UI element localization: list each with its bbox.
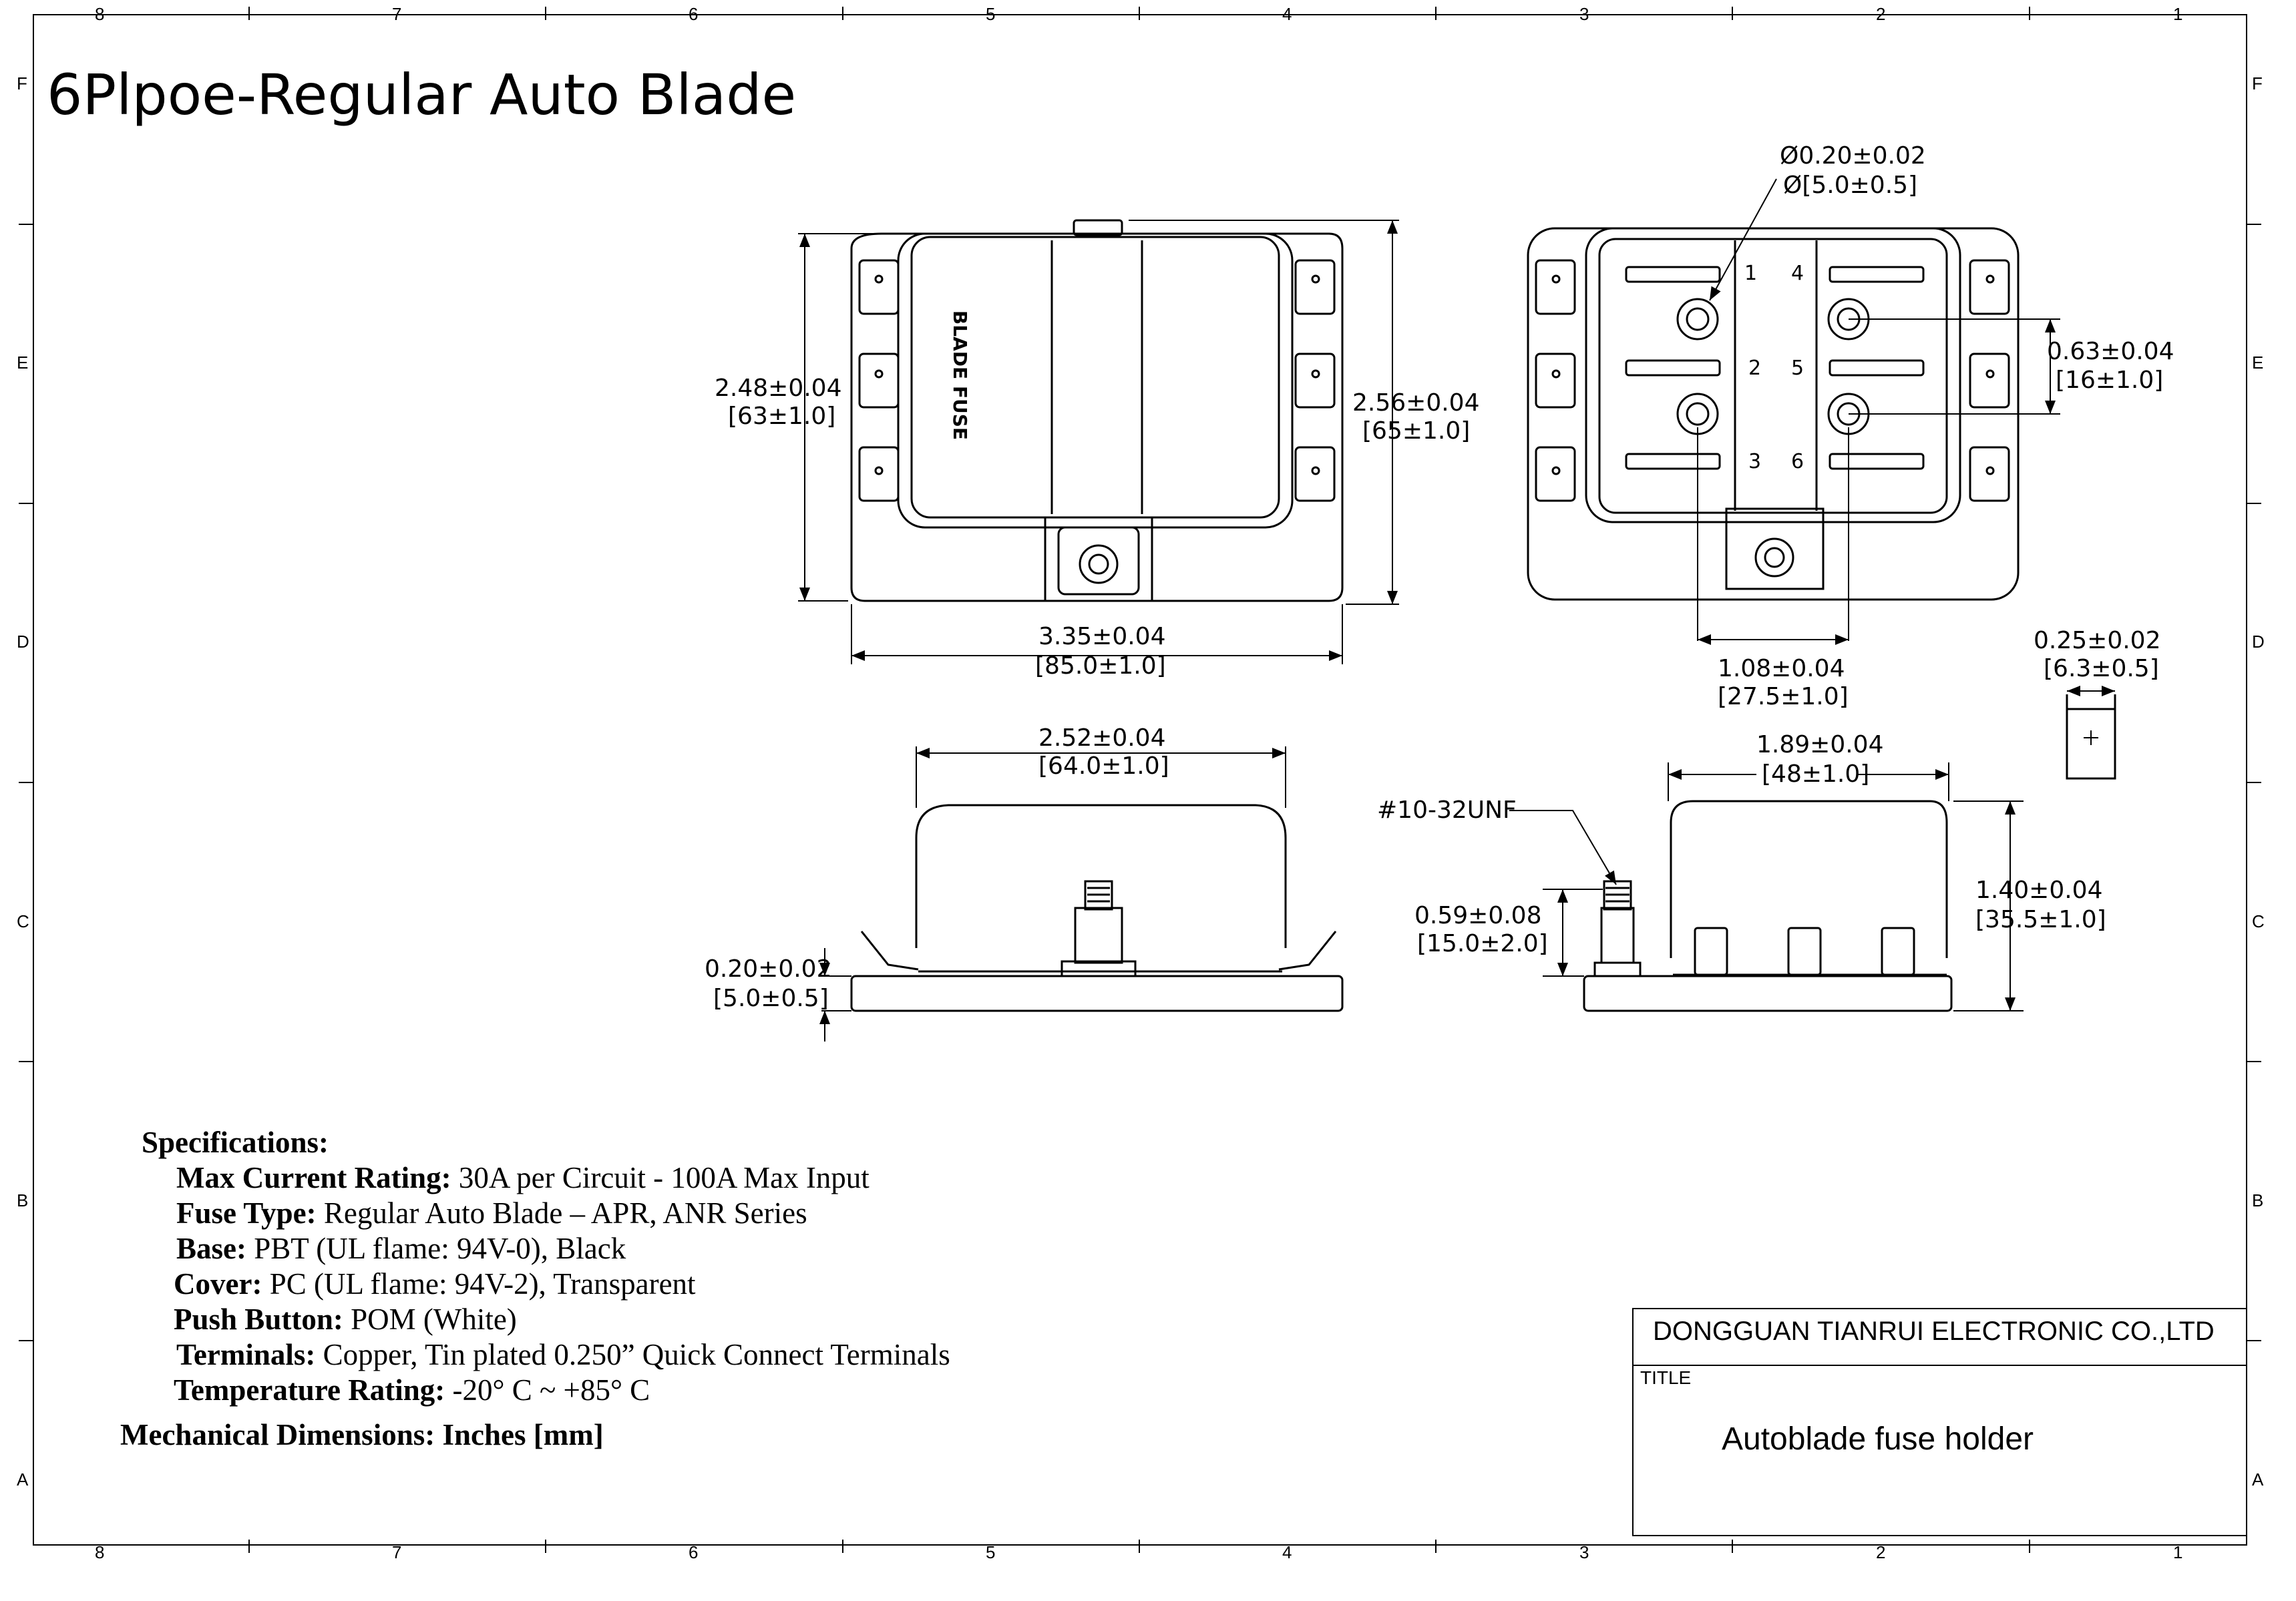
zone-row-f-right: F (2252, 73, 2263, 93)
top-height-mm: [63±1.0] (728, 403, 836, 430)
base-thickness-mm: [5.0±0.5] (713, 985, 829, 1012)
blade-fuse-label: BLADE FUSE (949, 310, 972, 441)
title-block (1632, 1308, 2247, 1536)
zone-col-3: 3 (1579, 4, 1589, 24)
open-view-dimensions (1697, 178, 2060, 645)
zone-ticks (19, 7, 2261, 1553)
terminal-width-in: 0.25±0.02 (2034, 627, 2161, 654)
zone-row-a-right: A (2252, 1469, 2264, 1490)
company-name: DONGGUAN TIANRUI ELECTRONIC CO.,LTD (1653, 1317, 2215, 1346)
zone-row-d: D (17, 632, 29, 652)
spec-temperature: Temperature Rating: -20° C ~ +85° C (174, 1373, 650, 1407)
zone-row-f: F (17, 73, 27, 93)
zone-col-6-bottom: 6 (689, 1542, 699, 1562)
front-view-dimensions (819, 746, 1286, 1042)
hole-dia-mm: Ø[5.0±0.5] (1783, 172, 1918, 199)
top-view-dimensions (798, 220, 1399, 664)
spec-push-button: Push Button: POM (White) (174, 1303, 517, 1336)
front-width-in: 2.52±0.04 (1038, 724, 1166, 752)
top-width-mm: [85.0±1.0] (1035, 652, 1166, 680)
specifications: Specifications: Max Current Rating: 30A … (120, 1125, 950, 1453)
zone-row-e: E (17, 353, 29, 373)
zone-col-7-bottom: 7 (392, 1542, 402, 1562)
spec-fuse-type: Fuse Type: Regular Auto Blade – APR, ANR… (176, 1196, 807, 1230)
zone-col-2: 2 (1876, 4, 1886, 24)
zone-col-8-bottom: 8 (95, 1542, 105, 1562)
title-field-label: TITLE (1640, 1367, 1692, 1388)
zone-row-d-right: D (2252, 632, 2265, 652)
zone-col-6: 6 (689, 4, 699, 24)
slot-6: 6 (1791, 450, 1804, 473)
terminal-width-mm: [6.3±0.5] (2044, 655, 2159, 682)
pitch-in: 0.63±0.04 (2047, 338, 2174, 365)
zone-col-1: 1 (2173, 4, 2183, 24)
zone-col-1-bottom: 1 (2173, 1542, 2183, 1562)
span-mm: [27.5±1.0] (1718, 683, 1849, 710)
zone-col-4-bottom: 4 (1282, 1542, 1292, 1562)
thread-spec: #10-32UNF (1377, 796, 1517, 824)
front-view-fuse-box (850, 804, 1344, 1012)
zone-row-a: A (17, 1469, 29, 1490)
slot-2: 2 (1748, 357, 1762, 380)
top-overall-height-in: 2.56±0.04 (1352, 389, 1480, 417)
spec-cover: Cover: PC (UL flame: 94V-2), Transparent (174, 1267, 696, 1301)
zone-row-c: C (17, 911, 29, 931)
drawing-title: 6Plpoe-Regular Auto Blade (47, 62, 797, 128)
top-width-in: 3.35±0.04 (1038, 623, 1166, 650)
slot-3: 3 (1748, 450, 1762, 473)
slot-4: 4 (1791, 262, 1804, 285)
stud-height-mm: [15.0±2.0] (1417, 930, 1548, 957)
slot-1: 1 (1744, 262, 1758, 285)
side-view-dimensions (1509, 762, 2024, 1011)
open-view-fuse-box (1527, 227, 2020, 601)
stud-height-in: 0.59±0.08 (1414, 902, 1542, 929)
zone-col-5: 5 (986, 4, 996, 24)
zone-col-5-bottom: 5 (986, 1542, 996, 1562)
title-field-value: Autoblade fuse holder (1722, 1421, 2034, 1457)
pitch-mm: [16±1.0] (2056, 367, 2164, 394)
terminal-detail (2066, 686, 2116, 780)
span-in: 1.08±0.04 (1718, 655, 1845, 682)
zone-col-2-bottom: 2 (1876, 1542, 1886, 1562)
base-thickness-in: 0.20±0.02 (705, 955, 832, 983)
zone-col-4: 4 (1282, 4, 1292, 24)
zone-row-e-right: E (2252, 353, 2264, 373)
front-width-mm: [64.0±1.0] (1038, 752, 1169, 780)
zone-col-3-bottom: 3 (1579, 1542, 1589, 1562)
top-height-in: 2.48±0.04 (715, 375, 842, 402)
side-height-in: 1.40±0.04 (1975, 877, 2103, 904)
top-overall-height-mm: [65±1.0] (1362, 417, 1471, 445)
side-view-fuse-box (1583, 800, 1953, 1012)
zone-row-b-right: B (2252, 1190, 2264, 1210)
side-height-mm: [35.5±1.0] (1975, 906, 2106, 933)
zone-row-b: B (17, 1190, 29, 1210)
side-width-in: 1.89±0.04 (1756, 731, 1884, 758)
spec-max-current: Max Current Rating: 30A per Circuit - 10… (176, 1161, 870, 1194)
spec-terminals: Terminals: Copper, Tin plated 0.250” Qui… (176, 1338, 950, 1371)
side-width-mm: [48±1.0] (1762, 760, 1870, 788)
specs-heading: Specifications: (142, 1126, 329, 1159)
zone-col-7: 7 (392, 4, 402, 24)
hole-dia-in: Ø0.20±0.02 (1780, 142, 1926, 170)
top-view-fuse-box (850, 219, 1344, 602)
spec-base: Base: PBT (UL flame: 94V-0), Black (176, 1232, 626, 1265)
zone-row-c-right: C (2252, 911, 2265, 931)
mechanical-dimensions: Mechanical Dimensions: Inches [mm] (120, 1418, 604, 1451)
zone-col-8: 8 (95, 4, 105, 24)
slot-5: 5 (1791, 357, 1804, 380)
